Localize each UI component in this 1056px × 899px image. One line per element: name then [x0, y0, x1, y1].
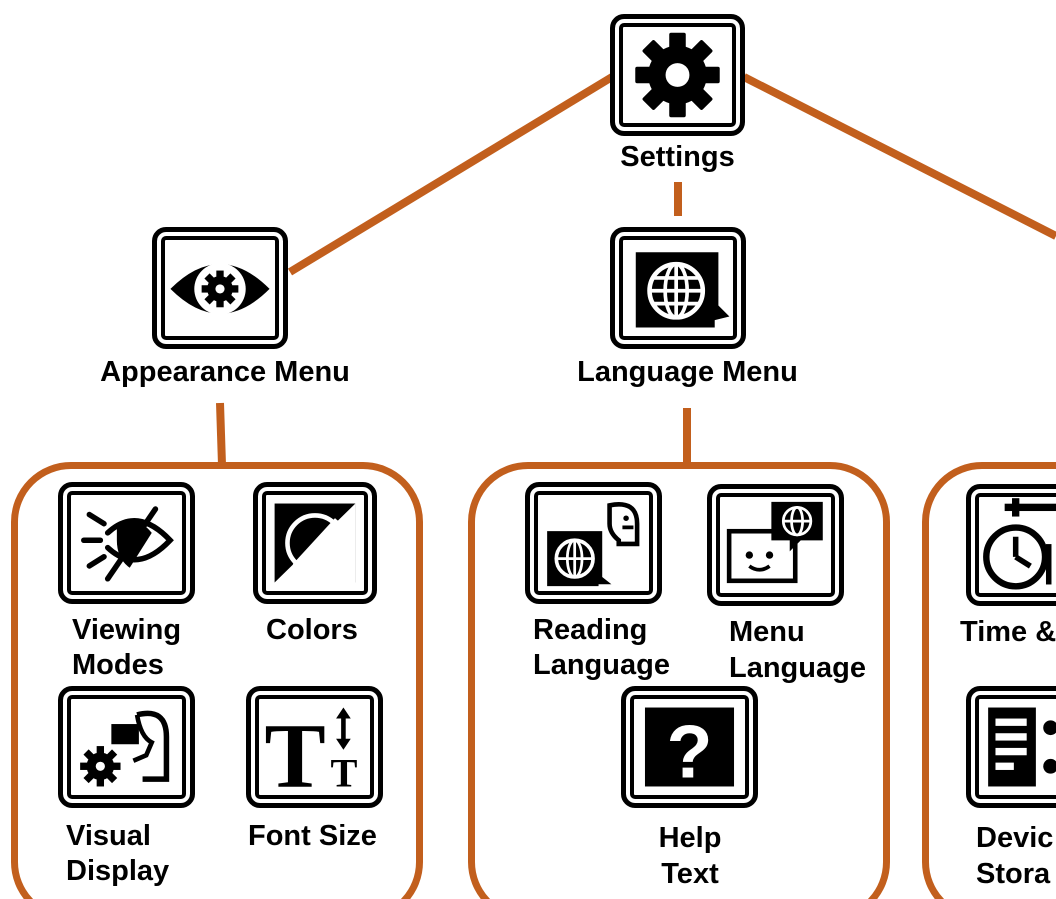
device-storage-label-line1: Devic [976, 822, 1054, 854]
appearance-menu-node[interactable] [152, 227, 288, 349]
connector-settings-right [742, 73, 1056, 240]
svg-text:T: T [331, 750, 358, 795]
viewing-modes-label-line2: Modes [72, 649, 164, 681]
connector-settings-appearance [287, 73, 615, 276]
time-label: Time & [960, 616, 1056, 648]
device-storage-icon [988, 707, 1056, 787]
reading-language-label-line2: Language [533, 649, 670, 681]
appearance-group [11, 462, 423, 899]
eye-gear-icon [170, 263, 270, 315]
viewing-modes-icon [81, 506, 174, 582]
settings-label: Settings [620, 141, 735, 173]
svg-text:T: T [264, 704, 325, 803]
language-group [468, 462, 890, 899]
appearance-menu-label: Appearance Menu [100, 356, 350, 388]
viewing-modes-node[interactable] [58, 482, 195, 604]
help-question-icon: ? [644, 707, 735, 793]
device-storage-node[interactable] [966, 686, 1056, 808]
time-clock-icon [983, 498, 1056, 590]
time-node[interactable] [966, 484, 1056, 606]
connector-appearance-group [216, 402, 226, 466]
contrast-icon [274, 503, 356, 583]
language-menu-node[interactable] [610, 227, 746, 349]
help-text-node[interactable]: ? [621, 686, 758, 808]
help-text-label-line1: Help [658, 822, 722, 854]
colors-label: Colors [266, 614, 358, 646]
font-size-icon: T T [264, 704, 358, 803]
globe-chat-icon [635, 252, 730, 328]
device-storage-label-line2: Stora [976, 858, 1051, 890]
menu-language-label-line2: Language [729, 652, 866, 684]
reading-language-icon [547, 502, 640, 587]
language-menu-label: Language Menu [577, 356, 798, 388]
menu-language-icon [726, 501, 823, 584]
gear-icon [635, 32, 720, 118]
visual-display-label-line2: Display [66, 855, 170, 887]
settings-node[interactable] [610, 14, 745, 136]
visual-display-icon [80, 710, 170, 787]
menu-language-label-line1: Menu [729, 616, 805, 648]
visual-display-label-line1: Visual [66, 820, 151, 852]
help-text-label-line2: Text [661, 858, 719, 890]
visual-display-node[interactable] [58, 686, 195, 808]
font-size-label: Font Size [248, 820, 377, 852]
reading-language-label-line1: Reading [533, 614, 648, 646]
menu-language-node[interactable] [707, 484, 844, 606]
font-size-node[interactable]: T T [246, 686, 383, 808]
third-group [922, 462, 1056, 899]
viewing-modes-label-line1: Viewing [72, 614, 182, 646]
colors-node[interactable] [253, 482, 377, 604]
svg-text:?: ? [667, 709, 713, 793]
reading-language-node[interactable] [525, 482, 662, 604]
